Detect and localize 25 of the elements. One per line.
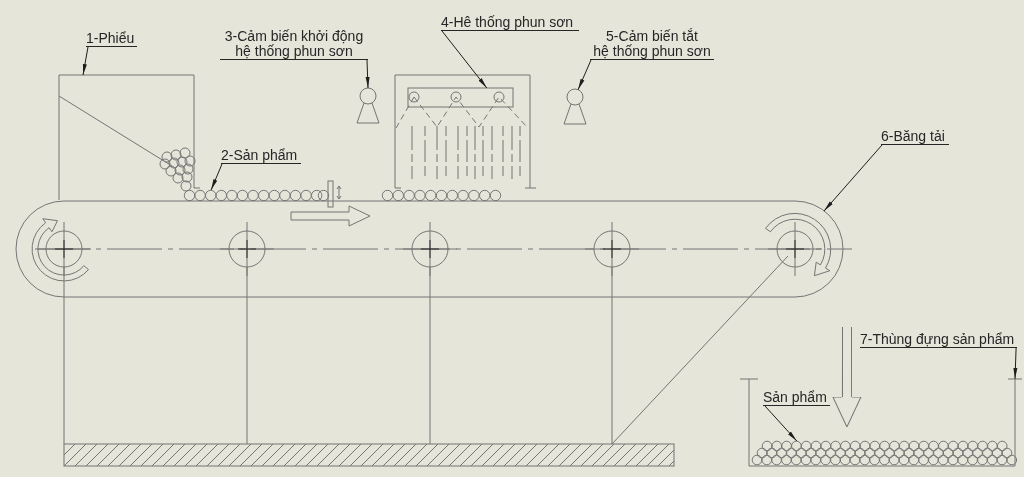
callout-label: 1-Phiểu <box>86 31 137 47</box>
callout-label: 5-Cảm biến tắt hệ thống phun sơn <box>590 29 714 60</box>
conveyor-belt <box>16 201 843 297</box>
leader-line <box>1013 347 1018 380</box>
leader-line <box>764 405 798 442</box>
product-balls <box>183 190 329 201</box>
leader-line <box>210 163 223 191</box>
collection-bin <box>740 379 1022 466</box>
spray-nozzle-bar <box>408 88 513 107</box>
callout-label: 4-Hê thống phun sơn <box>441 15 579 31</box>
callout-label: 7-Thùng đựng sản phẩm <box>860 332 1017 348</box>
product-pile <box>752 441 1017 465</box>
sensor-symbol <box>357 88 379 123</box>
leader-line <box>823 144 883 212</box>
callout-label: 3-Cảm biến khởi động hệ thống phun sơn <box>220 29 368 60</box>
hopper <box>59 75 200 200</box>
callout-label: 2-Sản phẩm <box>221 148 301 164</box>
product-balls <box>381 190 501 201</box>
leader-line <box>82 46 89 76</box>
leader-line <box>365 59 370 89</box>
callout-label: 6-Băng tải <box>881 129 949 145</box>
leader-line <box>577 59 592 91</box>
sensor-symbol <box>564 89 586 124</box>
leader-line <box>441 30 488 89</box>
callout-label: Sản phẩm <box>763 390 830 406</box>
